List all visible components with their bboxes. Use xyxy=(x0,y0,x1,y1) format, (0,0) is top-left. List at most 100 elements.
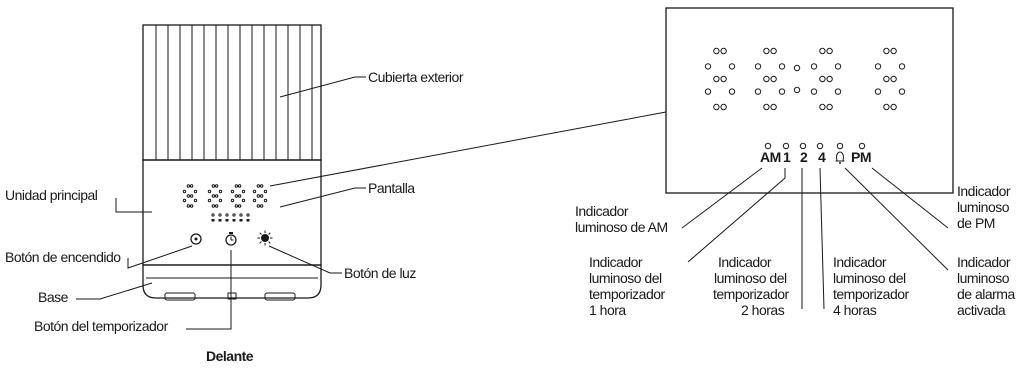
display-led xyxy=(819,103,826,111)
display-led xyxy=(874,88,882,95)
display-led xyxy=(256,194,261,198)
leader-timer4-indicator xyxy=(819,167,825,310)
display-led xyxy=(241,189,246,194)
svg-text:luminoso: luminoso xyxy=(957,199,1010,215)
label-boton-luz: Botón de luz xyxy=(344,265,416,281)
display-led xyxy=(182,198,187,203)
indicator-led xyxy=(858,142,866,150)
display-led xyxy=(193,198,198,203)
display-led xyxy=(834,88,842,95)
display-led xyxy=(890,47,897,55)
display-led xyxy=(898,88,906,95)
display-led xyxy=(819,47,826,55)
foot-left xyxy=(164,292,196,301)
display-led xyxy=(704,88,712,95)
svg-text:temporizador: temporizador xyxy=(589,286,666,302)
leader-main-unit xyxy=(115,198,152,213)
svg-text:temporizador: temporizador xyxy=(713,286,790,302)
svg-text:activada: activada xyxy=(957,302,1006,318)
display-led xyxy=(263,198,268,203)
two-hour-symbol: 2 xyxy=(800,149,808,165)
display-led xyxy=(214,184,219,188)
display-led xyxy=(186,184,191,188)
display-led xyxy=(237,204,242,208)
display-led xyxy=(704,63,712,70)
svg-text:luminoso del: luminoso del xyxy=(833,270,906,286)
svg-text:luminoso de AM: luminoso de AM xyxy=(575,219,668,235)
leader-base xyxy=(76,282,153,300)
display-led xyxy=(883,103,890,111)
small-indicator-row xyxy=(211,213,250,222)
svg-text:2 horas: 2 horas xyxy=(741,302,785,318)
display-led xyxy=(763,103,770,111)
label-alarm-indicator: Indicador luminoso de alarma activada xyxy=(957,254,1016,318)
display-led xyxy=(182,189,187,194)
leader-light xyxy=(268,245,342,274)
small-display xyxy=(182,184,268,208)
label-boton-encendido: Botón de encendido xyxy=(5,249,121,265)
label-pantalla: Pantalla xyxy=(368,180,415,196)
timer-button-icon xyxy=(225,232,237,246)
enlarged-display-panel xyxy=(665,7,954,194)
display-led xyxy=(211,184,216,188)
display-led xyxy=(211,204,216,208)
label-am-indicator: Indicador luminoso de AM xyxy=(575,203,668,235)
display-led xyxy=(826,75,833,83)
power-button-icon xyxy=(190,233,202,245)
leader-cover xyxy=(279,76,366,98)
display-led xyxy=(189,184,194,188)
svg-text:Indicador: Indicador xyxy=(833,254,887,270)
svg-text:luminoso: luminoso xyxy=(957,270,1010,286)
label-pm-indicator: Indicador luminoso de PM xyxy=(957,183,1011,231)
alarm-bell-icon xyxy=(835,151,845,164)
label-delante: Delante xyxy=(206,348,254,364)
display-led xyxy=(778,63,786,70)
display-led xyxy=(754,88,762,95)
svg-text:Indicador: Indicador xyxy=(957,254,1011,270)
display-led xyxy=(826,103,833,111)
foot-center xyxy=(227,292,237,300)
indicator-led xyxy=(799,142,807,150)
leader-display xyxy=(279,187,366,208)
base-ring xyxy=(142,264,322,299)
svg-text:de PM: de PM xyxy=(957,215,995,231)
display-led xyxy=(883,75,890,83)
outer-cover xyxy=(142,24,322,161)
label-cubierta-exterior: Cubierta exterior xyxy=(368,69,464,85)
display-led xyxy=(810,63,818,70)
display-led xyxy=(713,103,720,111)
svg-text:de alarma: de alarma xyxy=(957,286,1015,302)
display-led xyxy=(810,88,818,95)
display-led xyxy=(241,198,246,203)
display-led xyxy=(720,75,727,83)
display-led xyxy=(720,103,727,111)
display-led xyxy=(890,75,897,83)
display-led xyxy=(218,198,223,203)
display-led xyxy=(234,194,239,198)
one-hour-symbol: 1 xyxy=(783,149,791,165)
display-led xyxy=(256,184,261,188)
label-timer1-indicator: Indicador luminoso del temporizador 1 ho… xyxy=(589,254,666,318)
display-led xyxy=(186,204,191,208)
pm-symbol: PM xyxy=(851,149,871,165)
indicator-led xyxy=(782,142,790,150)
display-led xyxy=(819,75,826,83)
display-led xyxy=(259,184,264,188)
label-unidad-principal: Unidad principal xyxy=(5,187,98,203)
display-led xyxy=(252,189,257,194)
four-hour-symbol: 4 xyxy=(818,149,826,165)
display-led xyxy=(189,194,194,198)
display-led xyxy=(763,75,770,83)
display-led xyxy=(207,198,212,203)
am-symbol: AM xyxy=(760,149,781,165)
display-led xyxy=(770,75,777,83)
large-display-digits xyxy=(704,47,906,111)
display-led xyxy=(189,204,194,208)
svg-text:luminoso del: luminoso del xyxy=(589,270,662,286)
indicator-led xyxy=(816,142,824,150)
display-led xyxy=(259,204,264,208)
leader-alarm-indicator xyxy=(844,167,949,271)
display-led xyxy=(713,47,720,55)
display-led xyxy=(770,47,777,55)
